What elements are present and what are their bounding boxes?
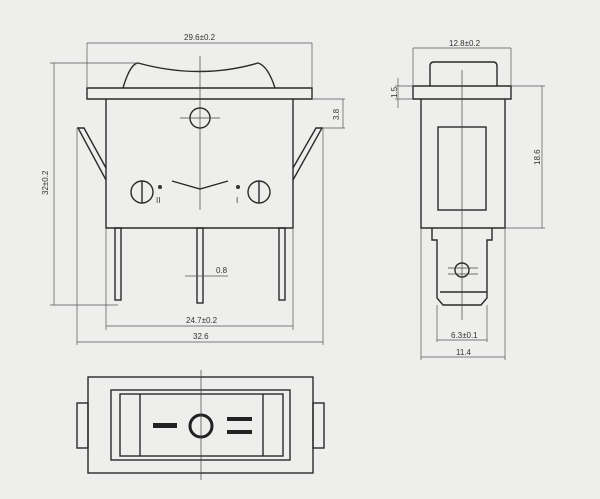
dim-body-height: 18.6 [533, 149, 542, 165]
dim-front-height: 32±0.2 [41, 170, 50, 195]
side-view: 12.8±0.2 1.5 18.6 6.3±0.1 11.4 [390, 39, 545, 360]
dim-side-width: 12.8±0.2 [449, 39, 481, 48]
dim-side-body-width: 11.4 [456, 348, 472, 357]
bottom-view [76, 370, 325, 480]
dim-clip-offset: 3.8 [332, 108, 341, 120]
dim-pin-span: 24.7±0.2 [186, 316, 218, 325]
position-label-i: I [236, 196, 238, 205]
front-view: II I 29.6±0.2 32±0.2 3.8 0.8 24.7±0.2 32… [41, 33, 345, 345]
dim-terminal-width: 6.3±0.1 [451, 331, 478, 340]
dim-overall-width: 32.6 [193, 332, 209, 341]
dim-flange-thickness: 1.5 [390, 86, 399, 98]
dim-pin-width: 0.8 [216, 266, 228, 275]
position-label-ii: II [156, 196, 160, 205]
dim-front-width: 29.6±0.2 [184, 33, 216, 42]
